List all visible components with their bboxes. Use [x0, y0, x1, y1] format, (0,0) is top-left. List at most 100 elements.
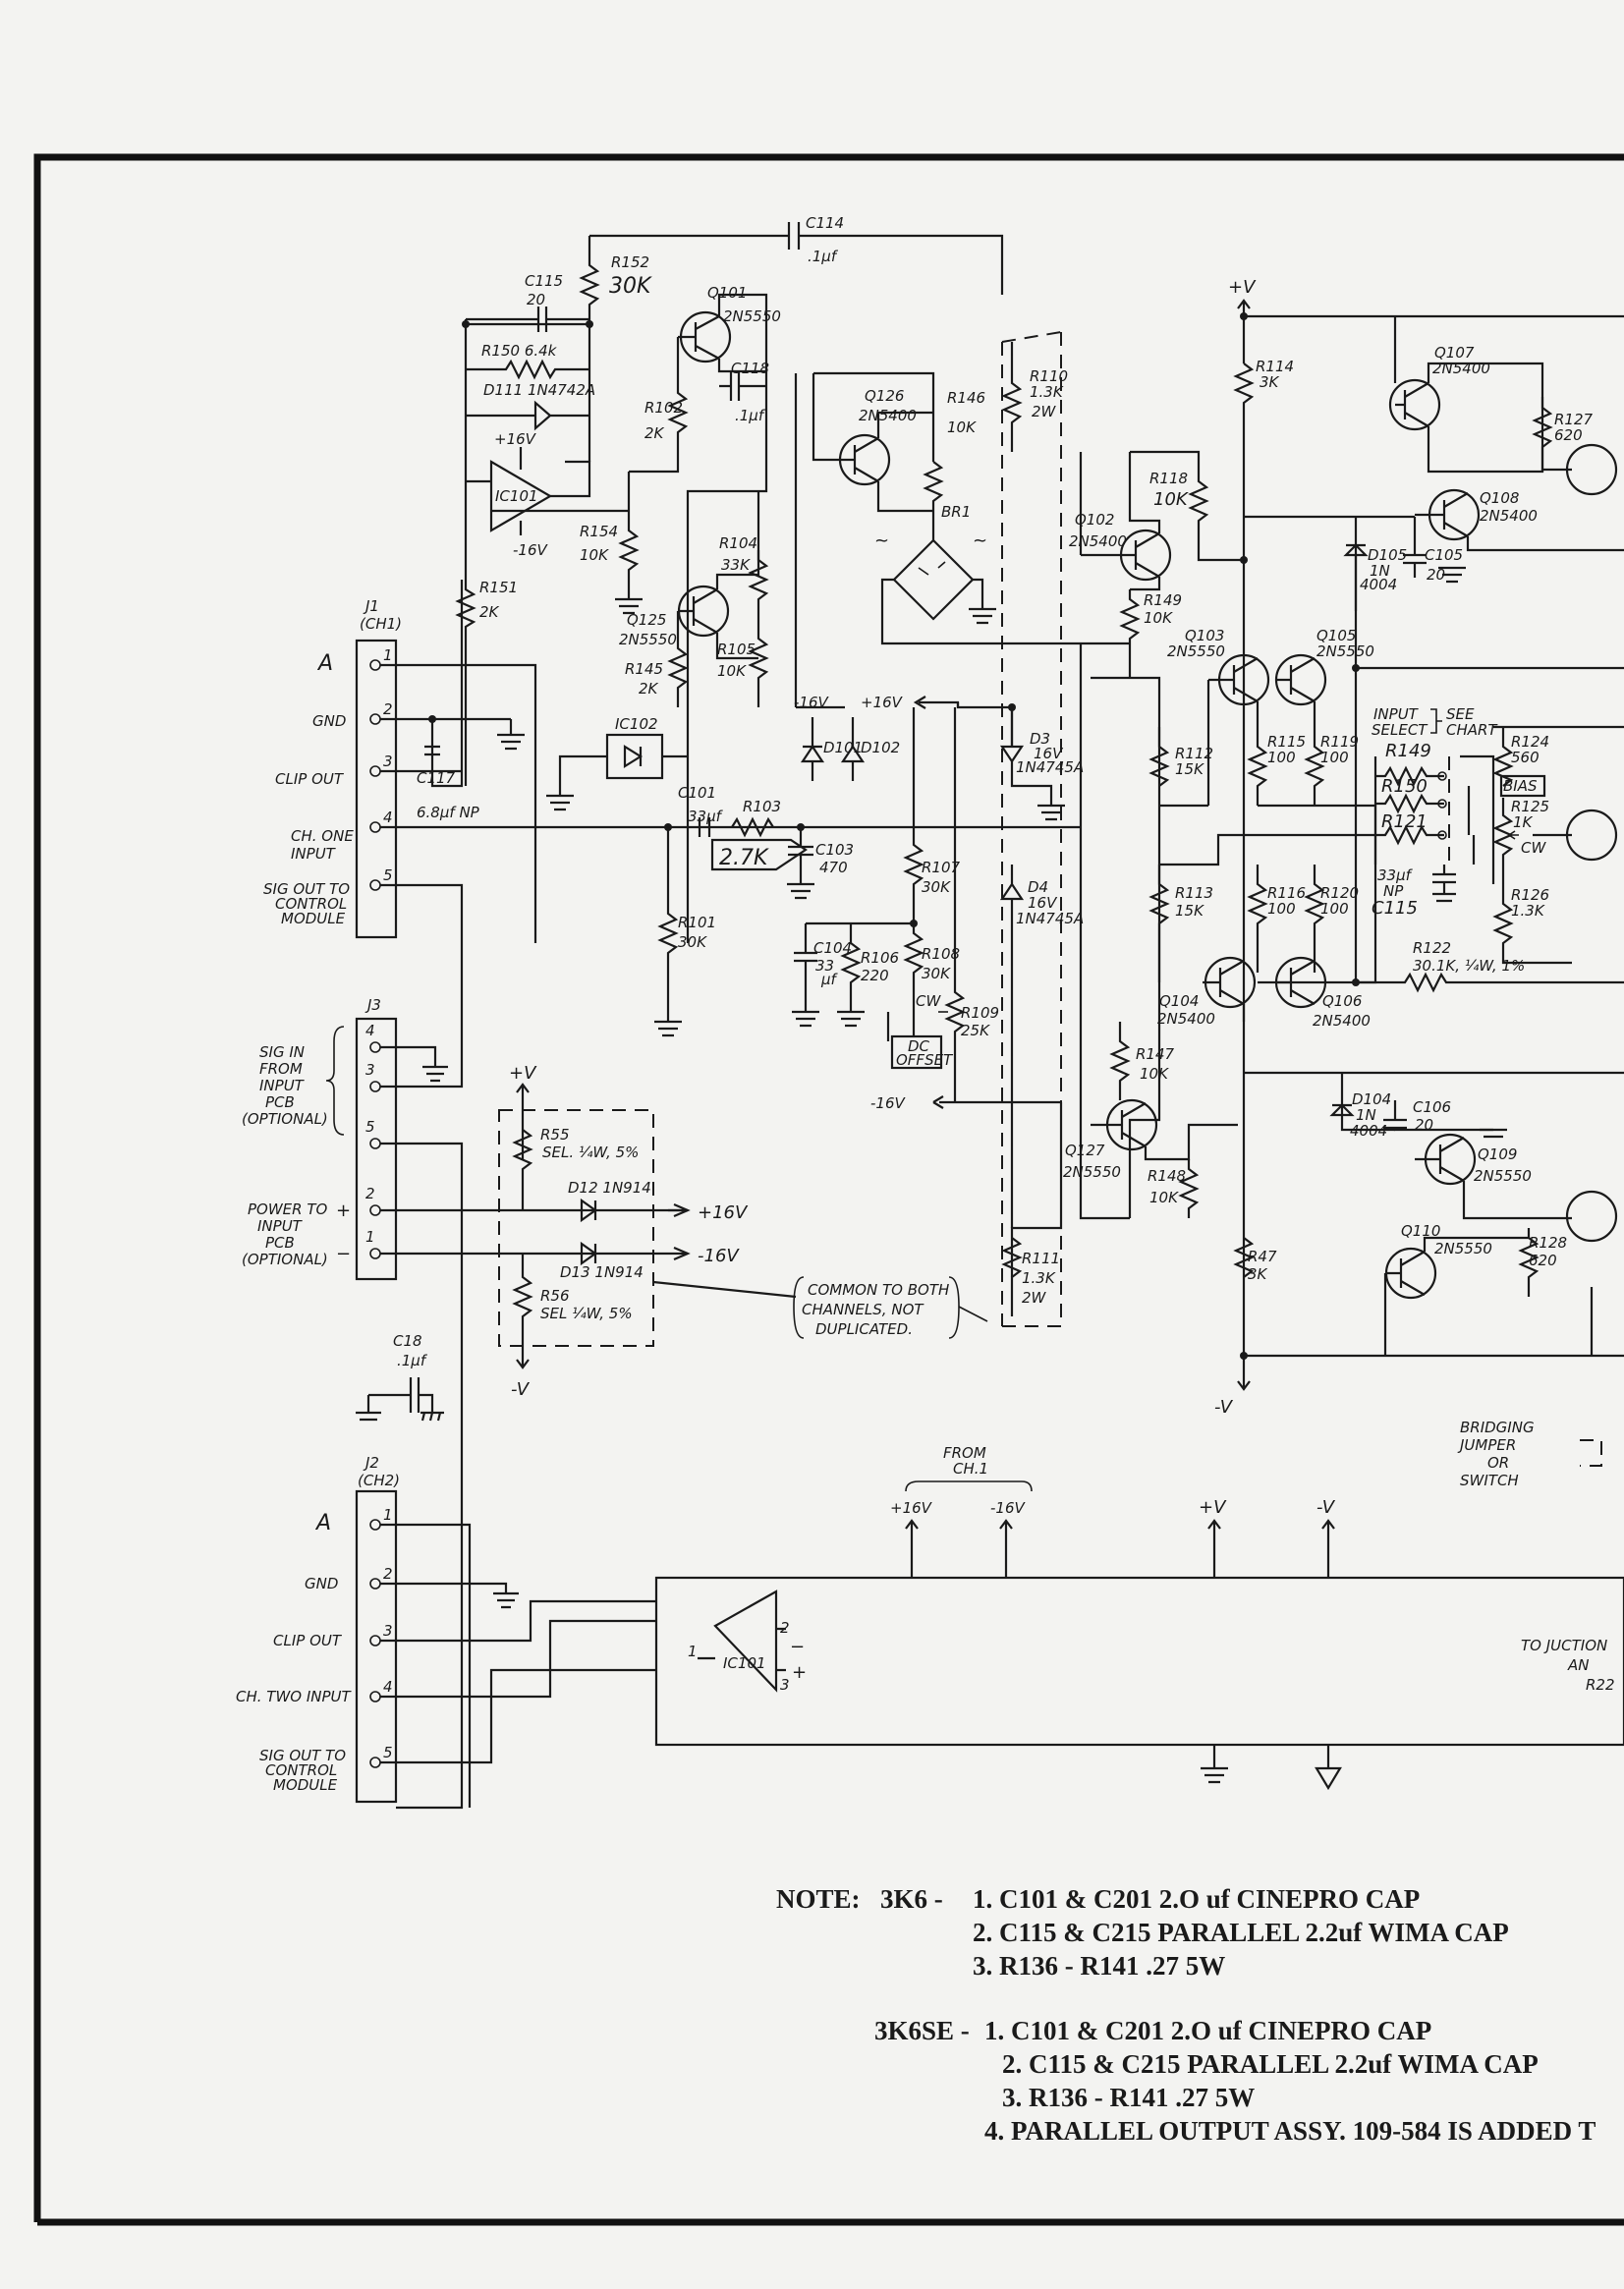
- r125-val: 1K: [1513, 813, 1534, 831]
- c18-ref: C18: [393, 1332, 422, 1350]
- j3-ref: J3: [364, 996, 381, 1014]
- driver-stage: +V R114 3K -V R118 10K Q102 2N5400 R149 …: [1063, 277, 1624, 1418]
- r56-val: SEL ¼W, 5%: [540, 1305, 633, 1322]
- svg-text:1: 1: [688, 1643, 698, 1660]
- j1-ref: J1: [363, 597, 379, 615]
- svg-text:5: 5: [383, 866, 393, 884]
- br1-bridge: [892, 538, 975, 621]
- svg-text:5: 5: [383, 1744, 393, 1761]
- r108-ref: R108: [922, 945, 960, 963]
- bridging-l3: OR: [1487, 1454, 1509, 1472]
- r101-ref: R101: [678, 914, 716, 931]
- r148-val: 10K: [1149, 1189, 1179, 1206]
- svg-text:FROM: FROM: [259, 1060, 303, 1078]
- c106-ref: C106: [1413, 1098, 1451, 1116]
- d104-ref: D104: [1352, 1090, 1391, 1108]
- r102-val: 2K: [644, 424, 665, 442]
- connector-j3: J3 4 3 5 2 1 SIG IN FROM INPUT PCB (OPTI…: [242, 996, 398, 1281]
- q110-type: 2N5550: [1434, 1240, 1492, 1257]
- c117-val: 6.8µf NP: [417, 804, 480, 821]
- to-junction-l1: TO JUCTION: [1521, 1637, 1607, 1654]
- box-minus-v: -V: [511, 1379, 531, 1400]
- r111-watt: 2W: [1022, 1289, 1047, 1307]
- c18: C18 .1µf: [356, 1332, 444, 1422]
- r148-ref: R148: [1148, 1167, 1186, 1185]
- r105-ref: R105: [717, 641, 756, 658]
- q103-ref: Q103: [1185, 627, 1224, 644]
- svg-text:4: 4: [365, 1022, 375, 1039]
- d104-num: 4004: [1350, 1122, 1387, 1140]
- svg-text:4: 4: [383, 1678, 393, 1696]
- to-junction-l2: AN: [1567, 1656, 1589, 1674]
- d101: D101: [823, 739, 863, 756]
- r151-ref: R151: [479, 579, 518, 596]
- out-minus16: -16V: [698, 1246, 740, 1266]
- c118-val: .1µf: [735, 407, 766, 424]
- q125: Q125 2N5550 R145 2K R104 33K R105 10K: [619, 373, 798, 707]
- note-model2: 3K6SE -: [874, 2016, 970, 2045]
- svg-text:PCB: PCB: [265, 1093, 295, 1111]
- rail-minus16: -16V: [794, 694, 829, 711]
- r128-ref: R128: [1529, 1234, 1567, 1252]
- r120-val: 100: [1320, 900, 1349, 918]
- c105-ref: C105: [1425, 546, 1463, 564]
- q109-ref: Q109: [1478, 1145, 1517, 1163]
- svg-text:MODULE: MODULE: [281, 910, 346, 927]
- j1-label-a: A: [316, 651, 333, 676]
- ch2-section: IC101 2 3 1 − + FROM CH.1 +16V -16V +V -…: [380, 1419, 1624, 1808]
- note2-item4: 4. PARALLEL OUTPUT ASSY. 109-584 IS ADDE…: [984, 2116, 1596, 2146]
- svg-text:SIG OUT TO: SIG OUT TO: [259, 1747, 346, 1764]
- dc-offset-l2: OFFSET: [896, 1051, 954, 1069]
- svg-text:−: −: [790, 1637, 805, 1657]
- j2-label-a: A: [314, 1511, 331, 1535]
- q105-type: 2N5550: [1316, 642, 1374, 660]
- output-upper: Q107 2N5400 R127 620 Q108 2N5400 D105 1N…: [1244, 316, 1624, 670]
- d105-ref: D105: [1368, 546, 1407, 564]
- r56-ref: R56: [540, 1287, 570, 1305]
- ic101-stage: C115 20 R150 6.4k D111 1N4742A IC101 +16…: [455, 272, 643, 786]
- r114-val: 3K: [1260, 373, 1280, 391]
- ch2-rail-minusv: -V: [1316, 1497, 1336, 1518]
- svg-text:~: ~: [973, 530, 987, 551]
- r109-val: 25K: [961, 1022, 990, 1039]
- svg-text:1: 1: [365, 1228, 375, 1246]
- r145-val: 2K: [639, 680, 659, 698]
- c117-ref: C117: [417, 769, 456, 787]
- svg-text:3: 3: [383, 1622, 393, 1640]
- j1-label-clip: CLIP OUT: [275, 770, 345, 788]
- r154-val: 10K: [580, 546, 609, 564]
- c115-val: 20: [527, 291, 545, 308]
- d3-v: 16V: [1034, 745, 1064, 762]
- r107-ref: R107: [922, 859, 961, 876]
- junction-dots: [428, 312, 1360, 1360]
- note2-item3: 3. R136 - R141 .27 5W: [1002, 2083, 1255, 2112]
- q126-br1: Q126 2N5400 R146 10K BR1 ~~: [812, 371, 1130, 645]
- c106-val: 20: [1415, 1116, 1433, 1134]
- ch2-rail-plusv: +V: [1199, 1497, 1227, 1518]
- q104-ref: Q104: [1159, 992, 1199, 1010]
- r111-ref: R111: [1022, 1250, 1060, 1267]
- common-note-l3: DUPLICATED.: [815, 1320, 913, 1338]
- rail-minus16-low: -16V: [870, 1094, 906, 1112]
- r152-ref: R152: [611, 253, 649, 271]
- d105-n: 1N: [1370, 562, 1390, 580]
- q109-type: 2N5550: [1474, 1167, 1532, 1185]
- c104-ref: C104: [813, 939, 852, 957]
- q101-type: 2N5550: [723, 307, 781, 325]
- svg-text:2: 2: [365, 1185, 375, 1202]
- r47-val: 3K: [1248, 1265, 1268, 1283]
- q101: Q101 2N5550 C118 .1µf R102 2K: [629, 284, 781, 943]
- j2-ref: J2: [363, 1454, 379, 1472]
- r110-val: 1.3K: [1030, 383, 1064, 401]
- note1-item1: 1. C101 & C201 2.O uf CINEPRO CAP: [973, 1884, 1420, 1914]
- q107-ref: Q107: [1434, 344, 1475, 362]
- svg-text:CW: CW: [1521, 839, 1546, 857]
- q106-type: 2N5400: [1313, 1012, 1371, 1030]
- svg-text:(OPTIONAL): (OPTIONAL): [242, 1251, 328, 1268]
- c18-val: .1µf: [397, 1352, 428, 1369]
- r146-val: 10K: [947, 419, 977, 436]
- r127-val: 620: [1554, 426, 1583, 444]
- r110-ref: R110: [1030, 367, 1068, 385]
- r103-val: 2.7K: [719, 846, 769, 870]
